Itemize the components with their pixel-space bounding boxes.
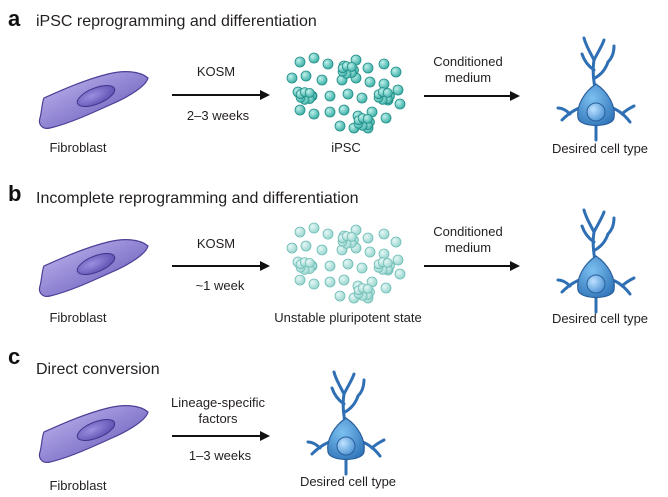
fibroblast-icon [38, 405, 149, 463]
ipsc-label: iPSC [331, 140, 361, 155]
fibroblast-icon [38, 239, 149, 297]
ipsc-cell [390, 236, 402, 248]
panel-b: b Incomplete reprogramming and different… [8, 181, 648, 326]
panel-a: a iPSC reprogramming and differentiation… [8, 6, 648, 156]
ipsc-cell [294, 104, 306, 116]
ipsc-cell [382, 87, 393, 98]
step1-label: KOSM [197, 64, 235, 79]
ipsc-cell [286, 72, 298, 84]
ipsc-cell [308, 52, 320, 64]
ipsc-cell [316, 74, 328, 86]
fibroblast-icon [38, 71, 149, 129]
ipsc-cell [338, 274, 350, 286]
ipsc-cell [322, 228, 334, 240]
step2-label-line1: Conditioned [433, 224, 502, 239]
ipsc-cell [364, 246, 376, 258]
neuron-icon [556, 208, 636, 314]
panel-title: Direct conversion [36, 361, 160, 378]
ipsc-cell [294, 226, 306, 238]
unstable-state-label: Unstable pluripotent state [274, 310, 421, 325]
ipsc-cell [394, 98, 406, 110]
step1-label-line1: Lineage-specific [171, 395, 265, 410]
ipsc-cell [382, 257, 393, 268]
desired-cell-label: Desired cell type [552, 141, 648, 156]
panel-letter: b [8, 181, 21, 206]
step1-label: KOSM [197, 236, 235, 251]
neuron-icon [556, 36, 636, 142]
ipsc-cell [300, 240, 312, 252]
ipsc-cell [294, 56, 306, 68]
panel-letter: c [8, 344, 20, 369]
ipsc-cell [380, 282, 392, 294]
ipsc-cell [304, 257, 315, 268]
step1-duration: 2–3 weeks [187, 108, 250, 123]
ipsc-cell [342, 258, 354, 270]
desired-cell-label: Desired cell type [552, 311, 648, 326]
ipsc-cell [380, 112, 392, 124]
ipsc-cell [356, 92, 368, 104]
ipsc-cell [294, 274, 306, 286]
ipsc-cell [362, 113, 373, 124]
step1-duration: ~1 week [196, 278, 245, 293]
fibroblast-label: Fibroblast [49, 478, 106, 493]
ipsc-colony-icon [286, 52, 406, 134]
ipsc-cell [324, 106, 336, 118]
ipsc-cell [362, 232, 374, 244]
ipsc-cell [308, 278, 320, 290]
ipsc-cell [346, 61, 357, 72]
ipsc-cell [304, 87, 315, 98]
ipsc-cell [324, 90, 336, 102]
step1-label-line2: factors [198, 411, 238, 426]
fibroblast-label: Fibroblast [49, 140, 106, 155]
panel-c: c Direct conversion Fibroblast Lineage-s… [8, 344, 396, 493]
ipsc-cell [356, 262, 368, 274]
ipsc-cell [390, 66, 402, 78]
ipsc-cell [378, 58, 390, 70]
ipsc-cell [346, 231, 357, 242]
step1-duration: 1–3 weeks [189, 448, 252, 463]
neuron-icon [306, 370, 386, 476]
ipsc-cell [334, 290, 346, 302]
ipsc-cell [338, 104, 350, 116]
step2-label-line2: medium [445, 240, 491, 255]
ipsc-cell [334, 120, 346, 132]
ipsc-cell [324, 260, 336, 272]
step2-label-line1: Conditioned [433, 54, 502, 69]
fibroblast-label: Fibroblast [49, 310, 106, 325]
ipsc-cell [308, 108, 320, 120]
ipsc-cell [362, 62, 374, 74]
panel-title: Incomplete reprogramming and differentia… [36, 190, 359, 207]
ipsc-cell [394, 268, 406, 280]
ipsc-cell [362, 283, 373, 294]
step2-label-line2: medium [445, 70, 491, 85]
ipsc-cell [378, 228, 390, 240]
ipsc-colony-icon [286, 222, 406, 304]
ipsc-cell [324, 276, 336, 288]
ipsc-cell [364, 76, 376, 88]
ipsc-cell [342, 88, 354, 100]
ipsc-cell [392, 84, 404, 96]
ipsc-cell [286, 242, 298, 254]
desired-cell-label: Desired cell type [300, 474, 396, 489]
panel-title: iPSC reprogramming and differentiation [36, 13, 317, 30]
panel-letter: a [8, 6, 21, 31]
ipsc-cell [316, 244, 328, 256]
ipsc-cell [308, 222, 320, 234]
ipsc-cell [392, 254, 404, 266]
ipsc-cell [300, 70, 312, 82]
ipsc-cell [322, 58, 334, 70]
